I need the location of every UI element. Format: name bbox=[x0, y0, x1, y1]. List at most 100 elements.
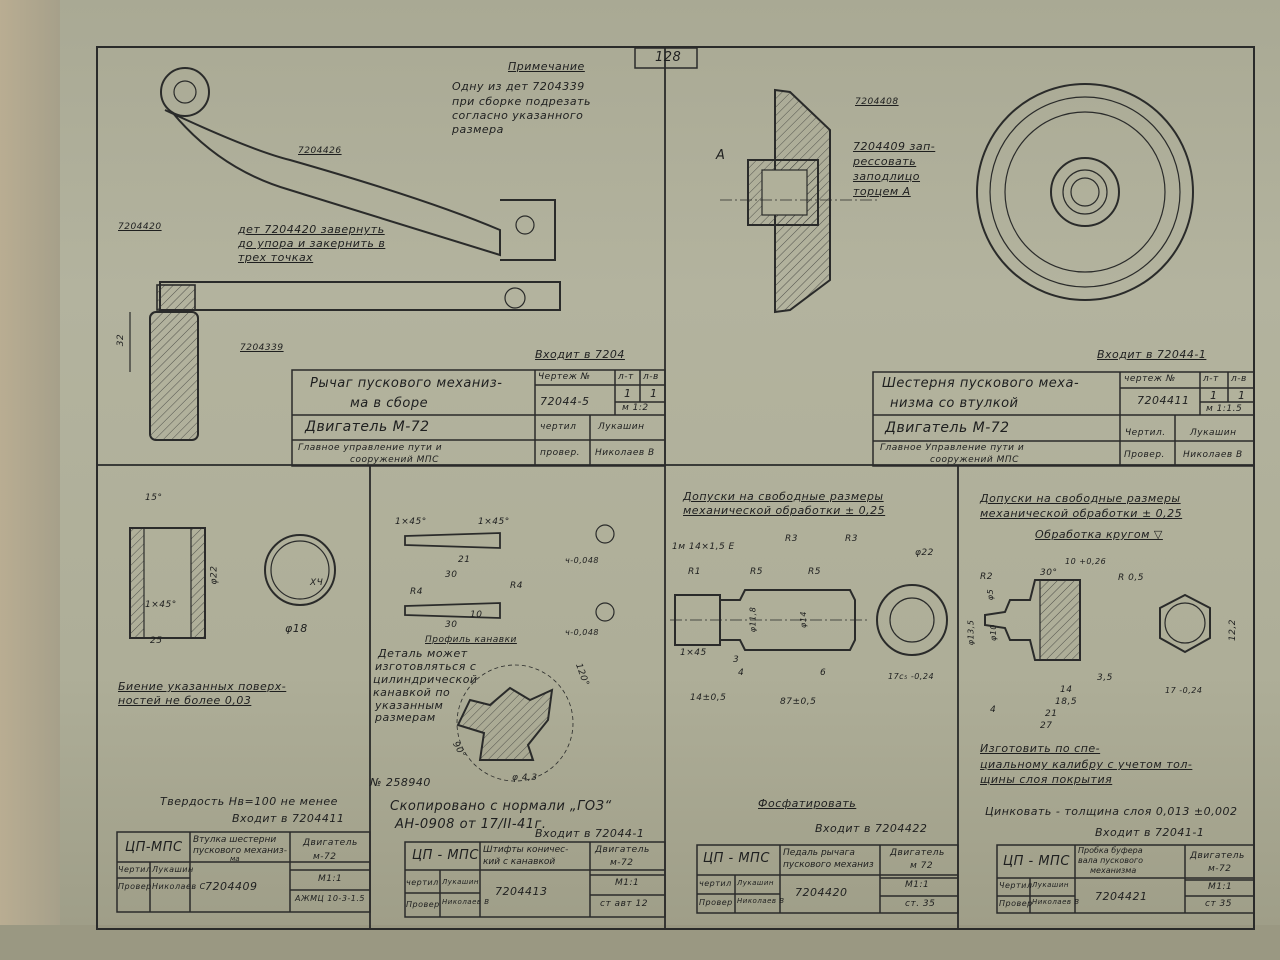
tb-label: л-т bbox=[618, 372, 634, 382]
title-block-lever bbox=[291, 369, 666, 467]
tb-scale: М1:1 bbox=[615, 878, 640, 888]
bushing-drawing bbox=[129, 527, 336, 639]
tb-label: Провер bbox=[699, 898, 733, 907]
tb-engine: Двигатель М-72 bbox=[885, 420, 1010, 436]
dimension: 1×45° bbox=[478, 517, 510, 527]
tb-name: Втулка шестерни bbox=[193, 835, 277, 845]
tb-label: Провер bbox=[999, 899, 1033, 908]
lever-drawing bbox=[129, 67, 561, 441]
dimension: ч-0,048 bbox=[565, 556, 600, 565]
tolerance-note: Допуски на свободные размеры bbox=[683, 490, 884, 503]
note-line: Одну из дет 7204339 bbox=[452, 80, 585, 93]
tb-material: ст. 35 bbox=[905, 899, 936, 909]
tb-engine: м 72 bbox=[910, 861, 934, 871]
dimension: ХЧ bbox=[310, 578, 324, 588]
dimension: R4 bbox=[510, 581, 523, 591]
note-line: указанным bbox=[375, 699, 444, 712]
tb-sheet: 1 bbox=[624, 387, 632, 400]
dimension: φ10 bbox=[988, 624, 998, 641]
note-line: размерам bbox=[375, 711, 436, 724]
tb-name: Штифты коничес- bbox=[483, 845, 569, 855]
tb-org: Главное Управление пути и bbox=[880, 443, 1025, 453]
note-line: торцем А bbox=[853, 185, 911, 198]
part-label: 7204339 bbox=[240, 343, 284, 353]
instruction-line: дет 7204420 завернуть bbox=[238, 223, 385, 236]
plug-drawing bbox=[984, 579, 1211, 661]
tb-label: л-т bbox=[1203, 374, 1219, 384]
tolerance-note: механической обработки ± 0,25 bbox=[683, 504, 886, 517]
tb-org: ЦП - МПС bbox=[703, 851, 770, 866]
tb-engine: Двигатель bbox=[1190, 851, 1245, 861]
tb-engine: Двигатель bbox=[595, 845, 650, 855]
table-surface bbox=[0, 925, 1280, 960]
tb-sheets: 1 bbox=[650, 387, 658, 400]
tb-label: Чертил bbox=[999, 881, 1033, 890]
dimension: 18,5 bbox=[1055, 697, 1078, 707]
dimension: R3 bbox=[845, 534, 858, 544]
tb-org: сооружений МПС bbox=[350, 455, 439, 465]
tb-scale: М1:1 bbox=[905, 880, 930, 890]
tb-name: ма в сборе bbox=[350, 396, 429, 411]
tb-org: ЦП - МПС bbox=[1003, 854, 1070, 869]
tb-label: л-в bbox=[643, 372, 659, 382]
page-number: 128 bbox=[655, 50, 682, 65]
profile-label: Профиль канавки bbox=[425, 635, 517, 645]
tb-label: Провер. bbox=[1124, 450, 1165, 460]
tb-label: провер. bbox=[540, 448, 581, 458]
dimension: 25 bbox=[150, 636, 163, 646]
dimension: φ14 bbox=[798, 611, 808, 628]
page-number-box bbox=[634, 47, 698, 69]
tb-label: чертеж № bbox=[1124, 374, 1176, 384]
tb-name: Пробка буфера bbox=[1078, 846, 1143, 855]
tolerance-note: механической обработки ± 0,25 bbox=[980, 507, 1183, 520]
note-line: заподлицо bbox=[853, 170, 921, 183]
tb-material: ст 35 bbox=[1205, 899, 1233, 909]
enters-label: Входит в 7204 bbox=[535, 348, 625, 361]
tb-checked: Николаев В bbox=[1183, 450, 1243, 460]
dimension: 1×45° bbox=[395, 517, 427, 527]
tb-org: Главное управление пути и bbox=[298, 443, 443, 453]
dimension: 10 bbox=[470, 610, 483, 620]
enters-label: Входит в 72044-1 bbox=[1097, 348, 1207, 361]
part-label: 7204420 bbox=[118, 222, 162, 232]
dimension: R5 bbox=[750, 567, 763, 577]
tb-engine: м-72 bbox=[1208, 864, 1232, 874]
dimension: φ5 bbox=[986, 588, 996, 601]
zinc-note: Цинковать - толщина слоя 0,013 ±0,002 bbox=[985, 805, 1238, 818]
dimension: φ13,5 bbox=[966, 619, 976, 646]
tb-engine: Двигатель bbox=[303, 838, 358, 848]
tb-sign: Лукашин bbox=[737, 879, 774, 887]
tb-sign: Лукашин bbox=[152, 865, 194, 874]
tb-engine: м-72 bbox=[313, 852, 337, 862]
note-line: согласно указанного bbox=[452, 109, 584, 122]
tb-checked: Николаев В bbox=[595, 448, 655, 458]
tb-name: ма bbox=[230, 855, 240, 863]
enters-label: Входит в 72044-1 bbox=[535, 827, 645, 840]
make-note: Изготовить по спе- bbox=[980, 742, 1101, 755]
dimension: R4 bbox=[410, 587, 423, 597]
tb-label: Провер bbox=[406, 900, 440, 909]
tb-sign: Лукашин bbox=[598, 422, 645, 432]
tb-part-no: 7204409 bbox=[205, 880, 258, 893]
tb-label: Провер bbox=[118, 882, 152, 891]
tb-checked: Николаев С bbox=[152, 882, 206, 891]
tb-material: АЖМЦ 10-3-1.5 bbox=[295, 894, 366, 903]
dimension: 17 -0,24 bbox=[1165, 686, 1203, 695]
tb-name: Рычаг пускового механиз- bbox=[310, 376, 503, 391]
tolerance-note: Допуски на свободные размеры bbox=[980, 492, 1181, 505]
pedal-drawing bbox=[670, 584, 948, 656]
dimension: 87±0,5 bbox=[780, 697, 817, 707]
dimension: 21 bbox=[458, 555, 471, 565]
dimension: 4 bbox=[738, 668, 745, 678]
tb-checked: Николаев В bbox=[737, 897, 785, 905]
tb-engine: Двигатель bbox=[890, 848, 945, 858]
tb-label: чертил bbox=[699, 879, 732, 888]
tb-label: Чертеж № bbox=[538, 372, 591, 382]
tb-part-no: 7204413 bbox=[495, 885, 548, 898]
tb-scale: М1:1 bbox=[318, 874, 343, 884]
finish-note: Фосфатировать bbox=[758, 797, 857, 810]
tb-material: ст авт 12 bbox=[600, 899, 648, 909]
part-label: 7204408 bbox=[855, 97, 899, 107]
tb-name: кий с канавкой bbox=[483, 857, 556, 867]
tb-label: Чертил. bbox=[1125, 428, 1166, 438]
